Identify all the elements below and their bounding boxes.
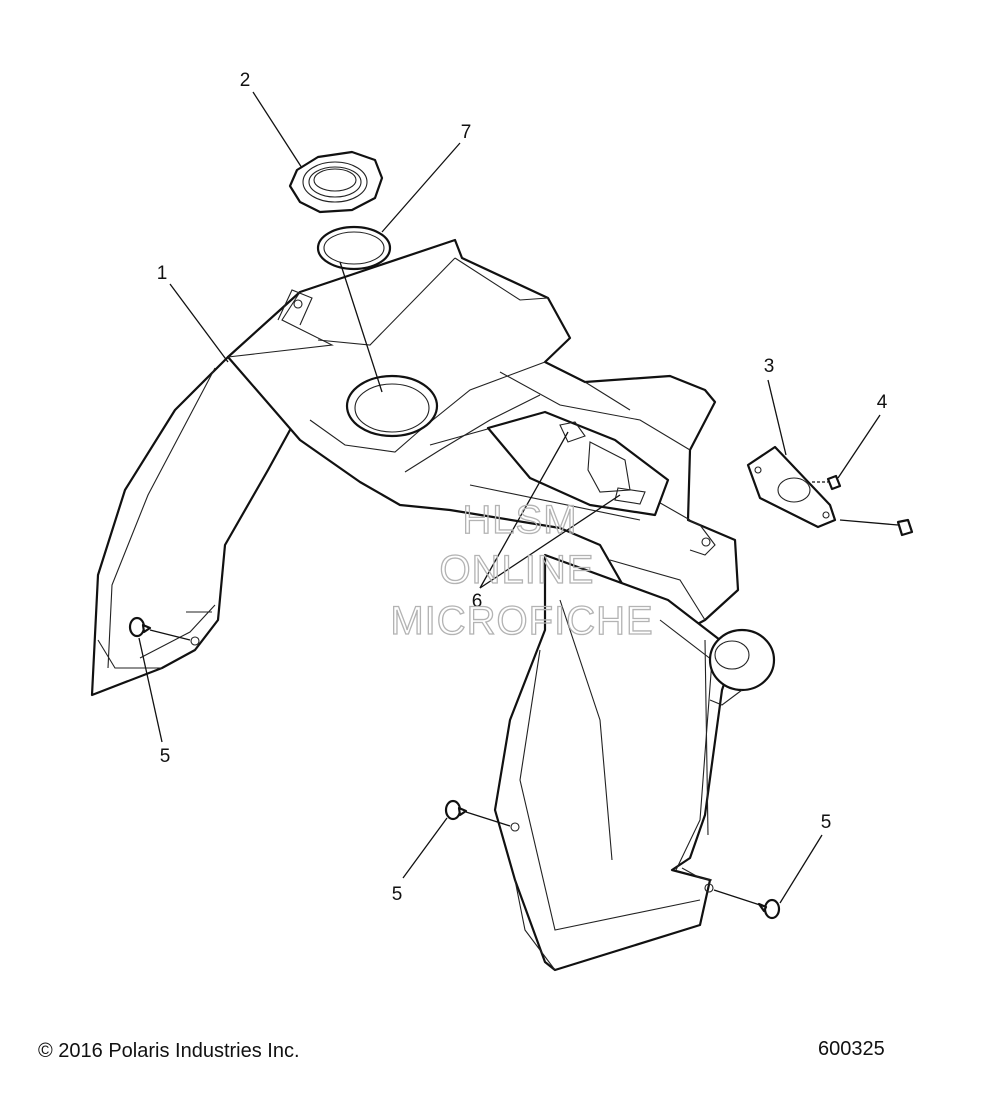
callout-6: 6 [472,591,483,612]
callout-5-middle: 5 [392,884,403,905]
panel-assembly [90,238,776,972]
screw-fastener [839,518,914,537]
screw-fastener [812,474,842,491]
push-rivet [713,889,781,920]
watermark-line-2: ONLINE [440,548,595,592]
callout-1: 1 [157,263,168,284]
filler-neck-ring [288,150,384,214]
callout-5-right: 5 [821,812,832,833]
callout-3: 3 [764,356,775,377]
callout-5-left: 5 [160,746,171,767]
watermark-line-1: HLSM [462,498,577,542]
push-rivet [128,616,191,641]
leader-lines [138,91,881,904]
push-rivet [444,799,511,827]
callout-4: 4 [877,392,888,413]
callout-2: 2 [240,70,251,91]
watermark-line-3: MICROFICHE [390,599,653,643]
figure-number: 600325 [818,1038,885,1060]
callout-7: 7 [461,122,472,143]
mounting-plate [746,445,837,529]
copyright-notice: © 2016 Polaris Industries Inc. [38,1040,300,1062]
seal-ring [316,225,392,271]
watermark: HLSM ONLINE MICROFICHE [390,497,654,643]
